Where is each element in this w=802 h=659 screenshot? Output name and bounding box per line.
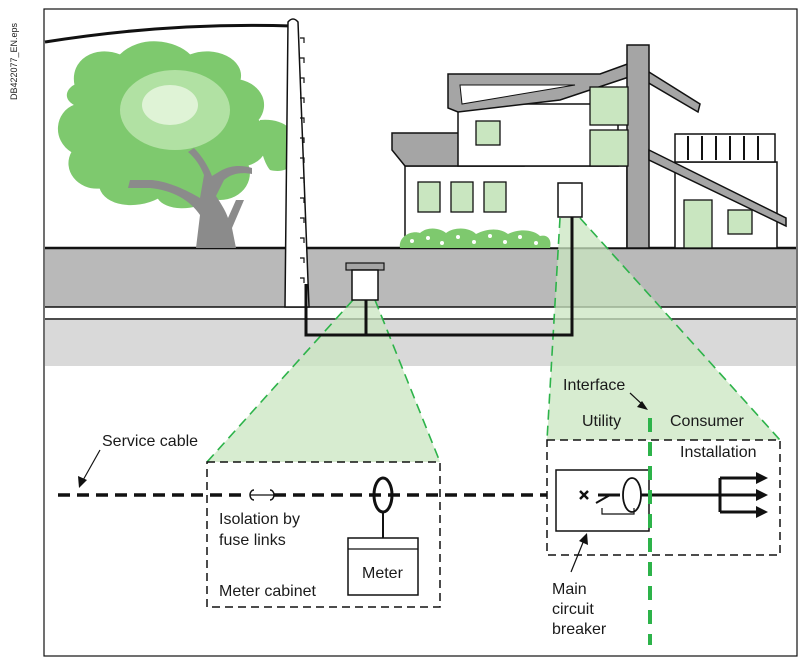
current-transformer-icon: [372, 476, 394, 538]
service-cable-pointer: [78, 449, 101, 488]
road-band: [45, 247, 796, 307]
installation-label: Installation: [680, 444, 757, 461]
house-icon: [391, 44, 787, 249]
installation-branches: [718, 472, 768, 518]
isolation-label: Isolation by: [219, 511, 300, 528]
circuit-label: circuit: [552, 601, 594, 618]
utility-pole-icon: [284, 18, 310, 308]
doc-id-label: DB422077_EN.eps: [9, 22, 19, 100]
zoom-beam-right: [547, 218, 780, 440]
meter-box: [347, 537, 419, 596]
meter-cabinet-icon: [345, 262, 385, 301]
tree-icon: [57, 41, 295, 248]
circuit-breaker-icon: [579, 477, 720, 515]
meter-label: Meter: [362, 565, 404, 582]
main-label: Main: [552, 581, 587, 598]
fuse-link-icon: [249, 489, 275, 501]
service-cable-label: Service cable: [102, 433, 198, 450]
verge-band: [45, 307, 796, 319]
consumer-label: Consumer: [670, 413, 744, 430]
house-wall-box: [557, 182, 583, 218]
breaker-label: breaker: [552, 621, 607, 638]
overhead-line: [44, 23, 293, 44]
fuse-links-label: fuse links: [219, 532, 286, 549]
zoom-beam-left: [207, 300, 440, 462]
breaker-box: [555, 469, 650, 532]
diagram-frame: [43, 8, 798, 657]
utility-label: Utility: [582, 413, 621, 430]
meter-cabinet-label: Meter cabinet: [219, 583, 316, 600]
interface-label: Interface: [563, 377, 625, 394]
service-cable-underground: [304, 190, 574, 337]
main-breaker-pointer: [570, 533, 588, 573]
interface-pointer: [629, 392, 648, 410]
